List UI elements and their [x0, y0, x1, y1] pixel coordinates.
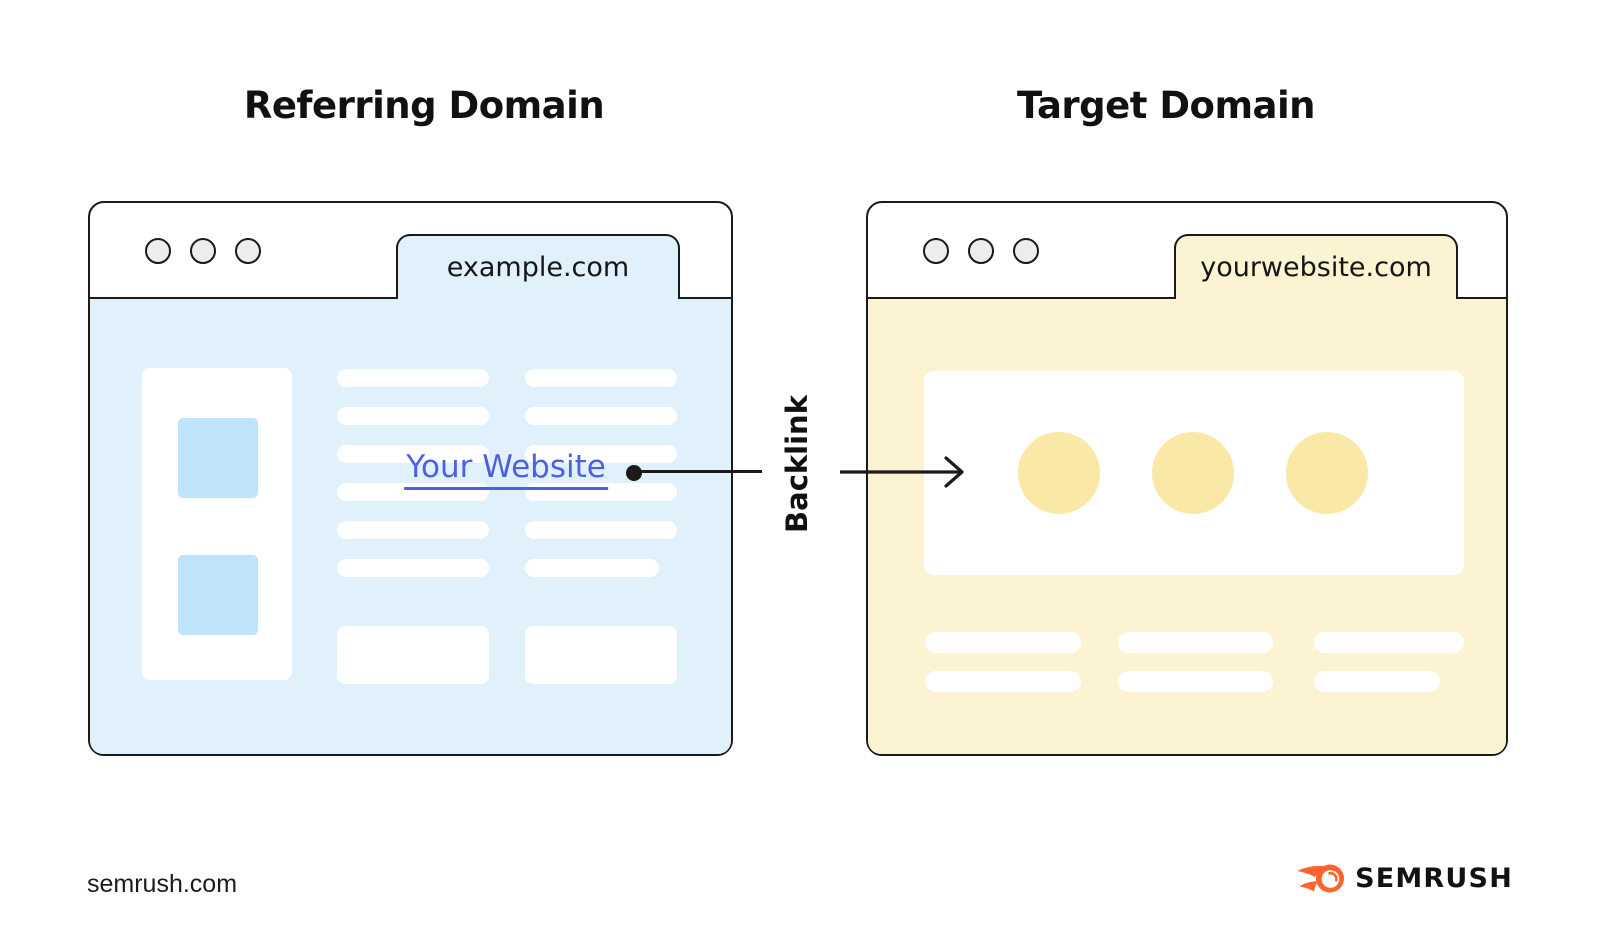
- semrush-wordmark: SEMRUSH: [1355, 863, 1513, 894]
- referring-domain-title: Referring Domain: [243, 84, 605, 127]
- text-line-placeholder: [525, 369, 677, 387]
- window-control-dot-icon: [923, 238, 949, 264]
- target-domain-tab: yourwebsite.com: [1174, 234, 1458, 299]
- semrush-flame-icon: [1297, 864, 1345, 893]
- link-anchor-dot-icon: [626, 465, 642, 481]
- arrow-right-icon: [840, 456, 964, 488]
- image-placeholder: [178, 418, 258, 498]
- text-line-placeholder: [337, 559, 489, 577]
- semrush-logo: SEMRUSH: [1297, 862, 1513, 895]
- text-line-placeholder: [525, 559, 659, 577]
- content-block-placeholder: [337, 626, 489, 684]
- image-placeholder: [178, 555, 258, 635]
- text-line-placeholder: [1118, 632, 1273, 653]
- text-line-placeholder: [337, 407, 489, 425]
- text-line-placeholder: [925, 671, 1081, 692]
- window-control-dot-icon: [1013, 238, 1039, 264]
- circle-placeholder: [1018, 432, 1100, 514]
- backlink-label: Backlink: [780, 395, 814, 533]
- your-website-link[interactable]: Your Website: [404, 449, 608, 490]
- content-block-placeholder: [525, 626, 677, 684]
- circle-placeholder: [1286, 432, 1368, 514]
- text-line-placeholder: [337, 369, 489, 387]
- referring-browser-window: example.com Your Website: [88, 201, 733, 756]
- backlink-line: [634, 470, 762, 473]
- text-line-placeholder: [525, 445, 677, 463]
- referring-tab-label: example.com: [446, 252, 630, 283]
- text-line-placeholder: [1314, 671, 1440, 692]
- target-tab-label: yourwebsite.com: [1200, 252, 1432, 283]
- window-control-dot-icon: [190, 238, 216, 264]
- window-control-dot-icon: [968, 238, 994, 264]
- text-line-placeholder: [1118, 671, 1273, 692]
- target-browser-window: yourwebsite.com: [866, 201, 1508, 756]
- text-line-placeholder: [525, 407, 677, 425]
- referring-domain-tab: example.com: [396, 234, 680, 299]
- text-line-placeholder: [337, 521, 489, 539]
- window-control-dot-icon: [145, 238, 171, 264]
- footer-site-url: semrush.com: [87, 870, 238, 898]
- text-line-placeholder: [1314, 632, 1464, 653]
- text-line-placeholder: [925, 632, 1081, 653]
- target-domain-title: Target Domain: [1016, 84, 1316, 127]
- circle-placeholder: [1152, 432, 1234, 514]
- text-line-placeholder: [337, 445, 489, 463]
- text-line-placeholder: [525, 521, 677, 539]
- window-control-dot-icon: [235, 238, 261, 264]
